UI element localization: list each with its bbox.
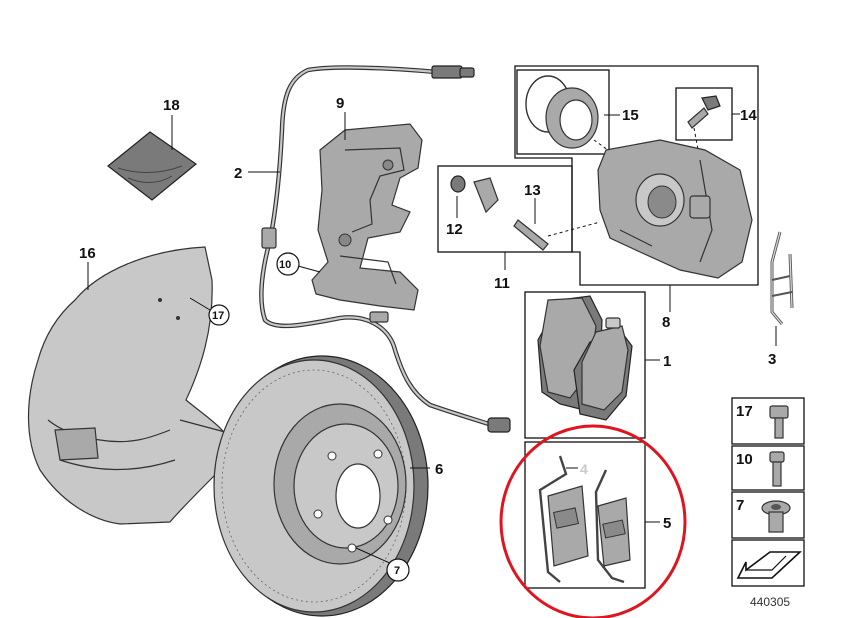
highlight-circle	[499, 424, 687, 618]
part-14-bleed-screw	[687, 95, 721, 129]
callout-5: 5	[663, 515, 671, 532]
part-5-pad-springs	[538, 455, 631, 584]
legend-10-label: 10	[736, 451, 753, 468]
box-8	[514, 65, 759, 286]
legend-row-7	[731, 491, 805, 539]
fastener-legend: 17 10 7	[731, 397, 805, 587]
leader-10-circle	[297, 265, 321, 273]
callout-1: 1	[663, 353, 671, 370]
part-18-grease-sachet	[107, 131, 197, 201]
part-13-guide-pin	[513, 219, 549, 251]
callout-13: 13	[524, 182, 541, 199]
part-15-seal-ring	[525, 75, 599, 149]
callout-9: 9	[336, 95, 344, 112]
callout-12: 12	[446, 221, 463, 238]
callout-10-circle-text: 10	[279, 259, 291, 271]
callout-7-circle	[386, 558, 410, 582]
callout-3: 3	[768, 351, 776, 368]
box-15	[516, 69, 610, 155]
box-1	[524, 291, 646, 439]
legend-row-arrow	[731, 539, 805, 587]
direction-arrow-icon	[736, 551, 803, 579]
callout-4-ghost: 4	[580, 461, 588, 477]
callout-8: 8	[662, 314, 670, 331]
box-5	[524, 441, 646, 589]
part-12-boot	[450, 175, 499, 214]
part-16-splash-shield	[27, 246, 231, 525]
part-8-caliper-housing	[597, 139, 753, 279]
bolt-10-icon	[769, 451, 785, 487]
callout-2: 2	[234, 165, 242, 182]
legend-17-label: 17	[736, 403, 753, 420]
diagram-id: 440305	[750, 595, 790, 609]
callout-17-circle-text: 17	[212, 310, 224, 322]
callout-7-circle-text: 7	[394, 565, 400, 577]
part-2-wear-sensor	[259, 65, 511, 433]
callout-6: 6	[435, 461, 443, 478]
callout-14: 14	[740, 107, 757, 124]
callout-11: 11	[494, 275, 510, 292]
callout-10-circle	[276, 252, 300, 276]
leader-7-circle	[355, 547, 393, 565]
part-3-anti-rattle-spring	[770, 231, 794, 325]
callout-15: 15	[622, 107, 639, 124]
callout-18: 18	[163, 97, 180, 114]
part-9-caliper-carrier	[311, 123, 423, 311]
legend-7-label: 7	[736, 497, 744, 514]
leader-17-circle	[189, 297, 211, 311]
part-6-brake-disc	[213, 355, 429, 617]
dash-11	[547, 221, 601, 237]
legend-row-17	[731, 397, 805, 445]
callout-17-circle	[208, 304, 230, 326]
legend-row-10	[731, 445, 805, 491]
part-1-brake-pads	[537, 295, 633, 421]
callout-16: 16	[79, 245, 96, 262]
bolt-17-icon	[769, 405, 789, 439]
bolt-7-icon	[761, 500, 791, 533]
